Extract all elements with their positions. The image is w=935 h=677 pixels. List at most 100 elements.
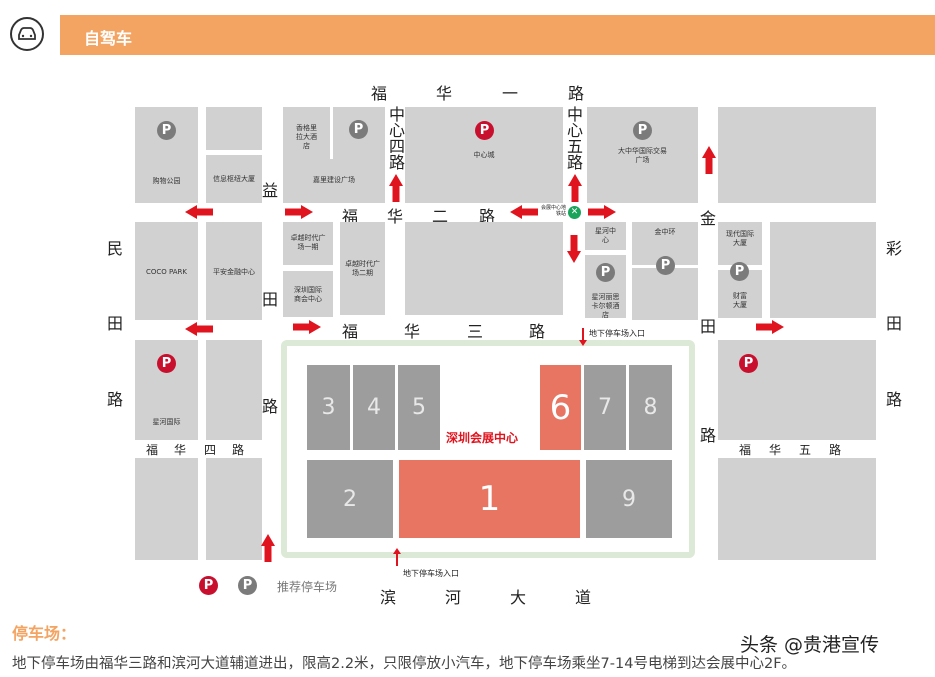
arrow-right-icon xyxy=(588,205,616,219)
building-label: 星河丽思卡尔顿酒店 xyxy=(591,293,620,319)
building-jiali: 嘉里建设广场 xyxy=(283,159,385,203)
building-coco-park: COCO PARK xyxy=(135,222,198,320)
metro-label: 会展中心地铁站 xyxy=(540,205,566,217)
building-label: 卓越时代广场二期 xyxy=(345,260,380,277)
building-label: 信息枢纽大厦 xyxy=(213,175,255,183)
building-xinxi: 信息枢纽大厦 xyxy=(206,155,262,203)
road-fuhua4: 四 xyxy=(204,443,217,457)
arrow-left-icon xyxy=(185,322,213,336)
arrow-up-icon xyxy=(261,534,275,562)
road-fuhua3: 三 xyxy=(467,322,484,341)
building-label: 大中华国际交易广场 xyxy=(618,147,667,164)
hall-3: 3 xyxy=(307,365,350,450)
building-block xyxy=(206,340,262,440)
entrance-arrow-down-icon xyxy=(579,328,587,346)
road-binhe: 道 xyxy=(575,588,592,607)
building-zhongxincheng: P 中心城 xyxy=(405,107,563,203)
recommended-parking-icon: P xyxy=(475,121,494,140)
legend-label: 推荐停车场 xyxy=(277,580,338,594)
parking-icon: P xyxy=(633,121,652,140)
road-fuhua3: 华 xyxy=(404,322,421,341)
hall-9: 9 xyxy=(586,460,672,538)
arrow-right-icon xyxy=(293,320,321,334)
recommended-parking-icon: P xyxy=(739,354,758,373)
road-fuhua5: 路 xyxy=(829,443,842,457)
arrow-left-icon xyxy=(510,205,538,219)
building-label: 星河国际 xyxy=(152,418,181,426)
parking-legend-icon: P xyxy=(238,576,257,595)
road-fuhua1: 一 xyxy=(502,84,519,103)
road-fuhua4: 华 xyxy=(174,443,187,457)
road-caitian: 彩 xyxy=(886,239,903,258)
hall-1: 1 xyxy=(399,460,580,538)
road-fuhua4: 路 xyxy=(232,443,245,457)
recommended-parking-legend-icon: P xyxy=(199,576,218,595)
road-caitian: 田 xyxy=(886,314,903,333)
car-icon xyxy=(10,17,44,51)
road-mintian: 路 xyxy=(107,390,124,409)
building-block: P xyxy=(718,340,876,440)
road-mintian: 田 xyxy=(107,314,124,333)
building-block xyxy=(206,107,262,150)
section-header: 自驾车 xyxy=(60,15,935,55)
building-xiandai: 现代国际大厦 xyxy=(718,222,762,265)
building-block xyxy=(770,222,876,318)
road-fuhua5: 华 xyxy=(769,443,782,457)
building-xiangge: 香格里拉大酒店 xyxy=(283,107,330,159)
parking-icon: P xyxy=(656,256,675,275)
road-fuhua1: 福 xyxy=(371,84,388,103)
building-label: 财富大厦 xyxy=(733,292,747,309)
building-block xyxy=(135,458,198,560)
road-fuhua3: 福 xyxy=(342,322,359,341)
building-block xyxy=(405,222,563,315)
road-fuhua1: 华 xyxy=(436,84,453,103)
road-binhe: 河 xyxy=(445,588,462,607)
building-label: 嘉里建设广场 xyxy=(313,176,355,184)
building-pingan: 平安金融中心 xyxy=(206,222,262,320)
road-fuhua2: 二 xyxy=(432,207,449,226)
road-fuhua1: 路 xyxy=(568,84,585,103)
metro-icon: ✕ xyxy=(568,206,581,219)
road-yitian: 田 xyxy=(262,290,279,309)
building-label: 香格里拉大酒店 xyxy=(296,124,317,150)
road-fuhua4: 福 xyxy=(146,443,159,457)
road-binhe: 大 xyxy=(510,588,527,607)
road-fuhua3: 路 xyxy=(529,322,546,341)
building-xinghezx: 星河中心 xyxy=(585,222,626,250)
watermark: 头条 @贵港宣传 xyxy=(740,634,880,656)
arrow-up-icon xyxy=(568,174,582,202)
hall-4: 4 xyxy=(353,365,395,450)
building-label: 深圳国际商会中心 xyxy=(294,286,322,303)
road-mintian: 民 xyxy=(107,239,124,258)
road-caitian: 路 xyxy=(886,390,903,409)
building-label: 购物公园 xyxy=(152,177,181,185)
hall-2: 2 xyxy=(307,460,393,538)
building-shanghui: 深圳国际商会中心 xyxy=(283,271,333,317)
road-fuhua2: 华 xyxy=(387,207,404,226)
building-label: COCO PARK xyxy=(145,268,188,276)
hall-7: 7 xyxy=(584,365,626,450)
building-zhuoyue2: 卓越时代广场二期 xyxy=(340,222,385,315)
building-label: 卓越时代广场一期 xyxy=(290,234,326,251)
building-jiali-parking: P xyxy=(333,107,385,163)
entrance-arrow-up-icon xyxy=(393,548,401,566)
building-label: 星河中心 xyxy=(595,227,616,244)
building-block xyxy=(206,458,262,560)
building-label: 现代国际大厦 xyxy=(726,230,754,247)
building-dazhonghua: P 大中华国际交易广场 xyxy=(587,107,698,203)
parking-description: 地下停车场由福华三路和滨河大道辅道进出，限高2.2米，只限停放小汽车，地下停车场… xyxy=(12,656,797,672)
road-fuhua2: 福 xyxy=(342,207,359,226)
road-zhongxin4: 中心四路 xyxy=(389,105,406,172)
building-block xyxy=(718,107,876,203)
parking-icon: P xyxy=(349,120,368,139)
building-label: 中心城 xyxy=(473,151,495,159)
arrow-right-icon xyxy=(756,320,784,334)
building-label: 平安金融中心 xyxy=(213,268,255,276)
road-zhongxin5: 中心五路 xyxy=(567,105,584,172)
parking-icon: P xyxy=(730,262,749,281)
